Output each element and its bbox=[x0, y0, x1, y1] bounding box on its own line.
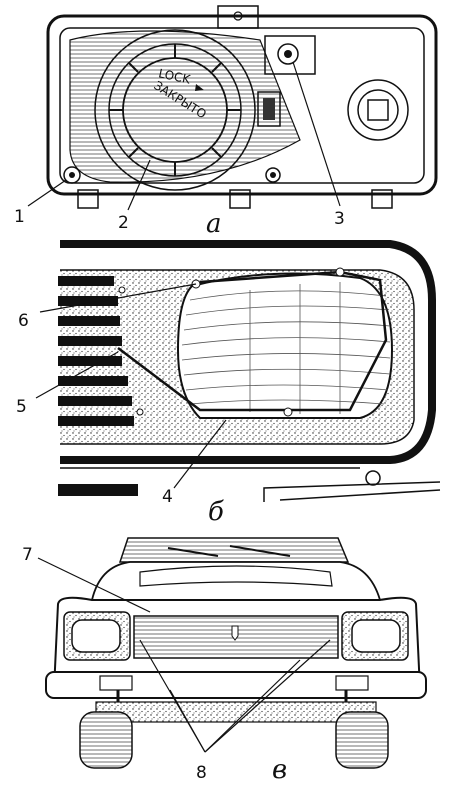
top-bracket bbox=[217, 5, 259, 29]
bottom-tab-center bbox=[229, 189, 251, 209]
cap-ribs bbox=[109, 44, 241, 176]
left-wheel bbox=[79, 711, 133, 769]
bulb-socket bbox=[357, 89, 399, 131]
leader-4 bbox=[173, 419, 227, 489]
wiper-blades bbox=[167, 545, 291, 557]
bottom-tab-right bbox=[371, 189, 393, 209]
bumper-edge-2 bbox=[279, 489, 441, 501]
screw-dot bbox=[270, 172, 276, 178]
surround-screw bbox=[118, 286, 126, 294]
lower-valance bbox=[95, 701, 377, 723]
cap-ring-outer bbox=[94, 29, 256, 191]
left-headlamp bbox=[71, 619, 121, 653]
wiper-pivot-bottom bbox=[283, 407, 293, 417]
adjuster-screw-lower-left bbox=[63, 166, 81, 184]
lock-arrow-icon bbox=[195, 84, 204, 91]
bumper-pad bbox=[335, 675, 369, 691]
lens-ribs bbox=[181, 282, 391, 414]
surround-screw bbox=[136, 408, 144, 416]
reflector-back bbox=[69, 30, 301, 183]
callout-4: 4 bbox=[162, 487, 173, 507]
body-screw bbox=[365, 470, 381, 486]
panel-a-headlamp-housing: LOCK ЗАКРЫТО 1 2 3 а bbox=[14, 5, 438, 239]
leader-8c bbox=[204, 659, 301, 753]
callout-8: 8 bbox=[196, 763, 207, 783]
bulb-connector bbox=[367, 99, 389, 121]
grille-slats bbox=[58, 276, 134, 426]
emblem-icon bbox=[231, 625, 239, 641]
adjuster-screw-lower-mid bbox=[265, 167, 281, 183]
hood-bulge bbox=[139, 565, 333, 587]
bumper-pad bbox=[99, 675, 133, 691]
right-headlamp bbox=[351, 619, 401, 653]
adjuster-screw bbox=[277, 43, 299, 65]
leader-6 bbox=[39, 283, 197, 313]
screw-dot bbox=[69, 172, 75, 178]
cap-text-lock: LOCK bbox=[157, 66, 192, 87]
switch-block-inner bbox=[263, 98, 275, 120]
callout-5: 5 bbox=[16, 397, 27, 417]
leader-1 bbox=[27, 179, 67, 207]
adjuster-bracket bbox=[264, 35, 316, 75]
panel-letter-b: б bbox=[208, 497, 224, 527]
callout-1: 1 bbox=[14, 207, 25, 227]
bulb-socket-outer bbox=[347, 79, 409, 141]
leader-2 bbox=[127, 159, 151, 211]
wiper-pivot-right bbox=[335, 267, 345, 277]
callout-6: 6 bbox=[18, 311, 29, 331]
callout-7: 7 bbox=[22, 545, 33, 565]
callout-3: 3 bbox=[334, 209, 345, 229]
switch-block bbox=[257, 91, 281, 127]
leader-7 bbox=[37, 557, 151, 613]
panel-b-headlamp-front: 6 5 4 б bbox=[16, 240, 441, 527]
leader-8d bbox=[204, 639, 331, 753]
bumper-edge bbox=[263, 481, 441, 502]
top-bracket-bolt bbox=[233, 11, 243, 21]
leader-8b bbox=[169, 689, 206, 753]
panel-letter-a: а bbox=[206, 209, 222, 239]
body-panel-edge bbox=[60, 240, 436, 464]
panel-c-car-front: 7 8 в bbox=[22, 537, 427, 785]
headlamp-lens bbox=[176, 272, 394, 419]
right-wheel bbox=[335, 711, 389, 769]
protective-cap bbox=[122, 57, 228, 163]
front-bumper bbox=[45, 671, 427, 699]
windshield bbox=[118, 537, 350, 563]
bottom-tab-left bbox=[77, 189, 99, 209]
callout-2: 2 bbox=[118, 213, 129, 233]
leader-5 bbox=[35, 351, 119, 399]
adjuster-screw-head bbox=[284, 50, 292, 58]
lower-grille bbox=[58, 484, 138, 496]
panel-letter-c: в bbox=[272, 755, 287, 785]
leader-3 bbox=[292, 61, 341, 207]
